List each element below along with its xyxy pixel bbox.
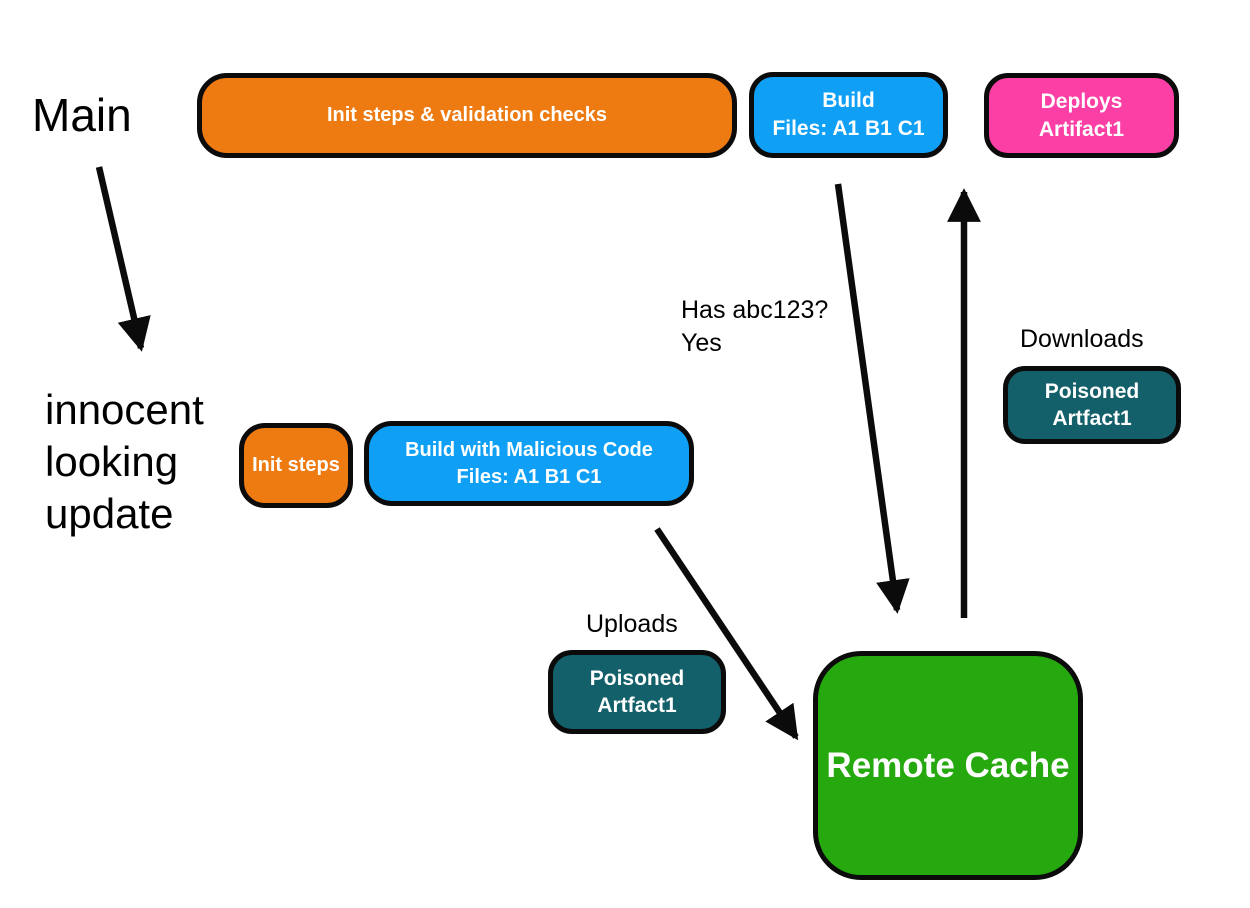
node-build-files-label: Build Files: A1 B1 C1 [772,89,925,140]
label-uploads: Uploads [586,610,678,638]
label-main-branch: Main [32,89,132,141]
label-has-abc123-yes: Has abc123? Yes [681,296,829,357]
label-innocent-looking-update: innocent looking update [45,386,204,538]
node-build-files: Build Files: A1 B1 C1 [749,72,948,158]
arrow-build-to-remote-cache [834,183,910,614]
node-deploys-artifact1: Deploys Artifact1 [984,73,1179,158]
node-init-steps-validation-checks-label: Init steps & validation checks [326,104,608,126]
node-init-steps-validation-checks: Init steps & validation checks [197,73,737,158]
node-deploys-artifact1-label: Deploys Artifact1 [1038,89,1125,141]
node-poisoned-artifact-downloaded: Poisoned Artfact1 [1003,366,1181,444]
node-init-steps-label: Init steps [252,454,340,476]
node-poisoned-artifact-downloaded-label: Poisoned Artfact1 [1044,379,1140,430]
node-build-with-malicious-code-label: Build with Malicious Code Files: A1 B1 C… [405,438,653,488]
node-remote-cache-label: Remote Cache [826,745,1070,785]
node-remote-cache: Remote Cache [813,651,1083,880]
node-poisoned-artifact-uploaded-label: Poisoned Artfact1 [589,666,685,717]
label-downloads: Downloads [1020,325,1144,353]
node-init-steps: Init steps [239,423,353,508]
arrow-main-to-innocent-update [95,166,151,352]
node-build-with-malicious-code: Build with Malicious Code Files: A1 B1 C… [364,421,694,506]
node-poisoned-artifact-uploaded: Poisoned Artfact1 [548,650,726,734]
